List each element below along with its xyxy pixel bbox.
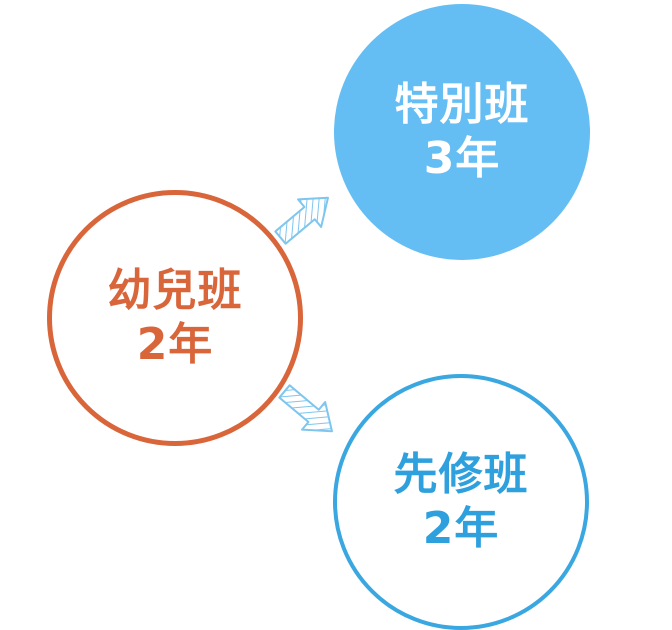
node-tokubetsu: 特別班 3年 <box>334 4 590 260</box>
node-senshu-name: 先修班 <box>393 449 529 501</box>
arrow-down-right-icon <box>278 384 333 433</box>
node-youji: 幼兒班 2年 <box>47 190 303 446</box>
node-tokubetsu-years: 3年 <box>423 133 501 184</box>
arrow-up-right-icon <box>274 196 329 245</box>
node-youji-years: 2年 <box>136 319 214 370</box>
node-senshu-years: 2年 <box>422 503 500 554</box>
node-senshu: 先修班 2年 <box>333 374 589 630</box>
node-youji-name: 幼兒班 <box>107 265 243 317</box>
node-tokubetsu-name: 特別班 <box>394 79 530 131</box>
